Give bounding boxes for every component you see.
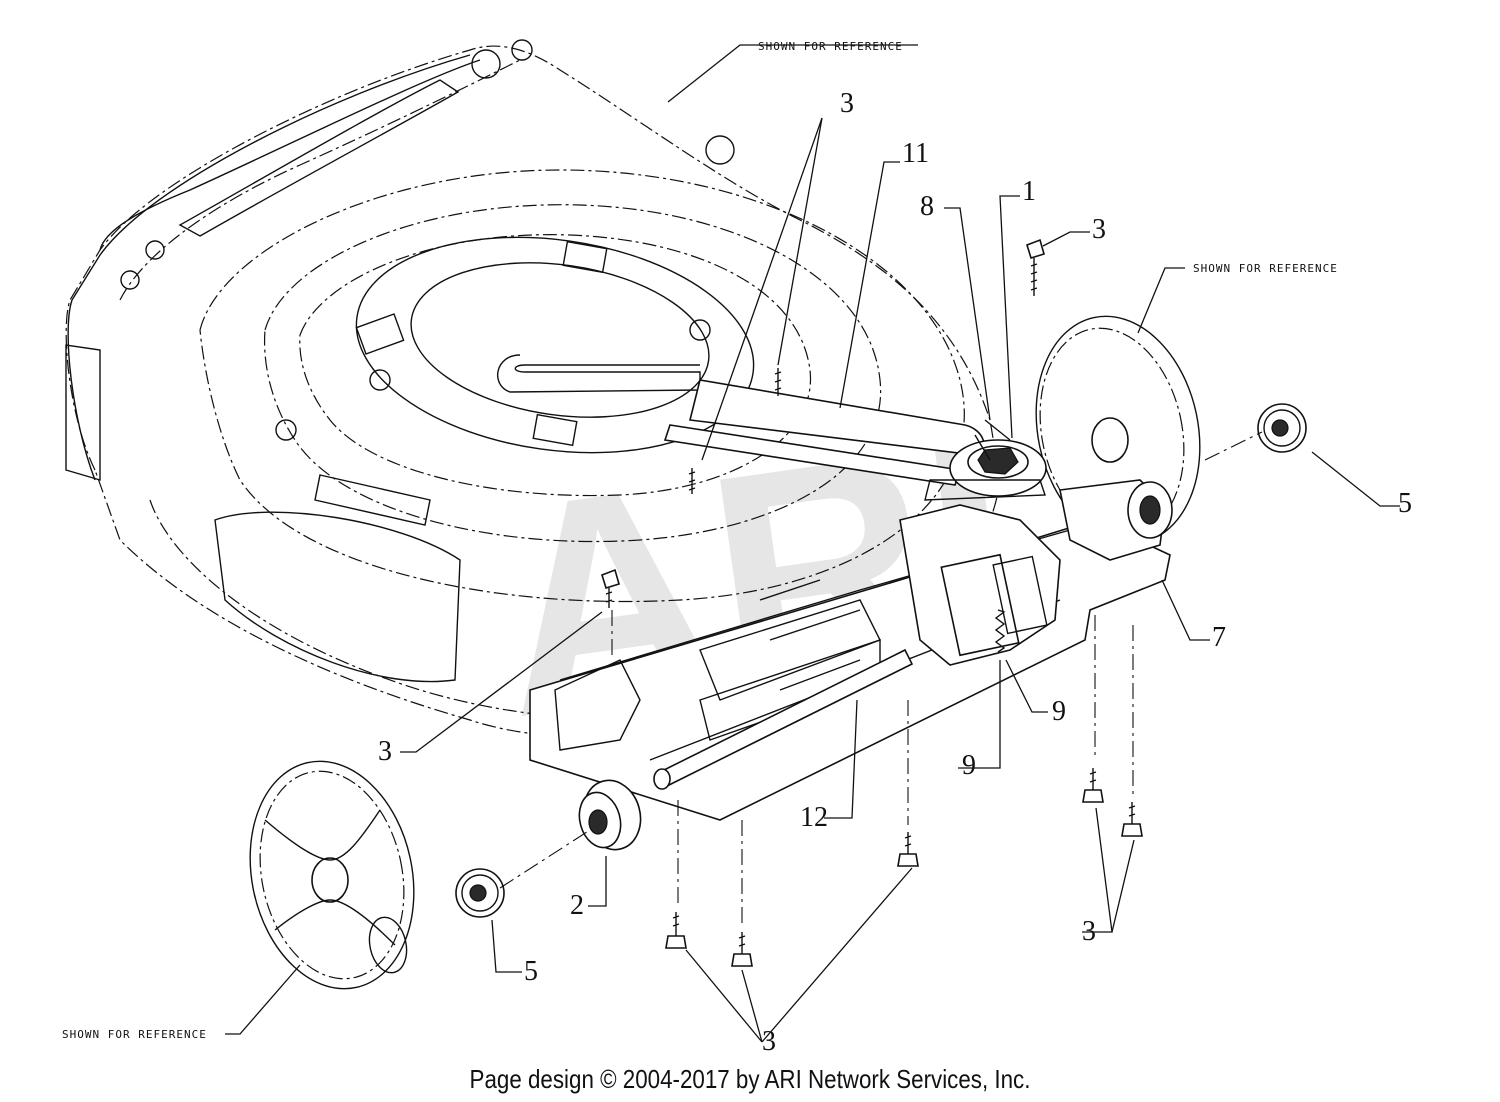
- callout-8-idler-arm: 8: [920, 191, 934, 222]
- callout-3-screw-left: 3: [378, 736, 392, 767]
- callout-11-belt: 11: [902, 138, 929, 169]
- reference-note-right-wheel: SHOWN FOR REFERENCE: [1193, 262, 1338, 275]
- callout-3-screws-bottom: 3: [762, 1026, 776, 1057]
- callout-9-spring-upper: 9: [1052, 696, 1066, 727]
- callout-3-screws-lower-right: 3: [1082, 916, 1096, 947]
- pinion-gear-right: [1257, 403, 1307, 453]
- screw: [665, 912, 687, 949]
- transmission-housing: [529, 479, 1173, 821]
- callout-9-spring-lower: 9: [962, 750, 976, 781]
- pinion-gear-left: [455, 868, 505, 918]
- callout-3-screw-right: 3: [1092, 214, 1106, 245]
- screw: [1121, 802, 1143, 837]
- spring: [994, 609, 1006, 653]
- callout-3-screw-top: 3: [840, 88, 854, 119]
- mower-deck: [65, 39, 1001, 738]
- left-wheel: [249, 760, 415, 990]
- reference-note-left-wheel: SHOWN FOR REFERENCE: [62, 1028, 207, 1041]
- copyright-footer: Page design © 2004-2017 by ARI Network S…: [469, 1064, 1031, 1094]
- pulley-assembly: [924, 419, 1047, 501]
- callout-7-housing: 7: [1212, 622, 1226, 653]
- screw: [1082, 768, 1104, 803]
- screw: [1026, 238, 1045, 296]
- reference-note-deck: SHOWN FOR REFERENCE: [758, 40, 903, 53]
- assembly-centerlines: [499, 431, 1263, 925]
- callout-5-pinion-right: 5: [1398, 488, 1412, 519]
- screw: [688, 468, 696, 494]
- drive-gear-bearing: [578, 779, 642, 851]
- callout-1-pulley: 1: [1022, 176, 1036, 207]
- screw: [774, 368, 782, 396]
- leader-lines: [225, 44, 1400, 1043]
- callout-5-pinion-left: 5: [524, 956, 538, 987]
- axle: [653, 648, 914, 790]
- callout-2-gear-bearing: 2: [570, 890, 584, 921]
- screw: [897, 832, 919, 867]
- callout-12-axle: 12: [800, 802, 828, 833]
- screw: [731, 932, 753, 967]
- screw: [601, 568, 620, 608]
